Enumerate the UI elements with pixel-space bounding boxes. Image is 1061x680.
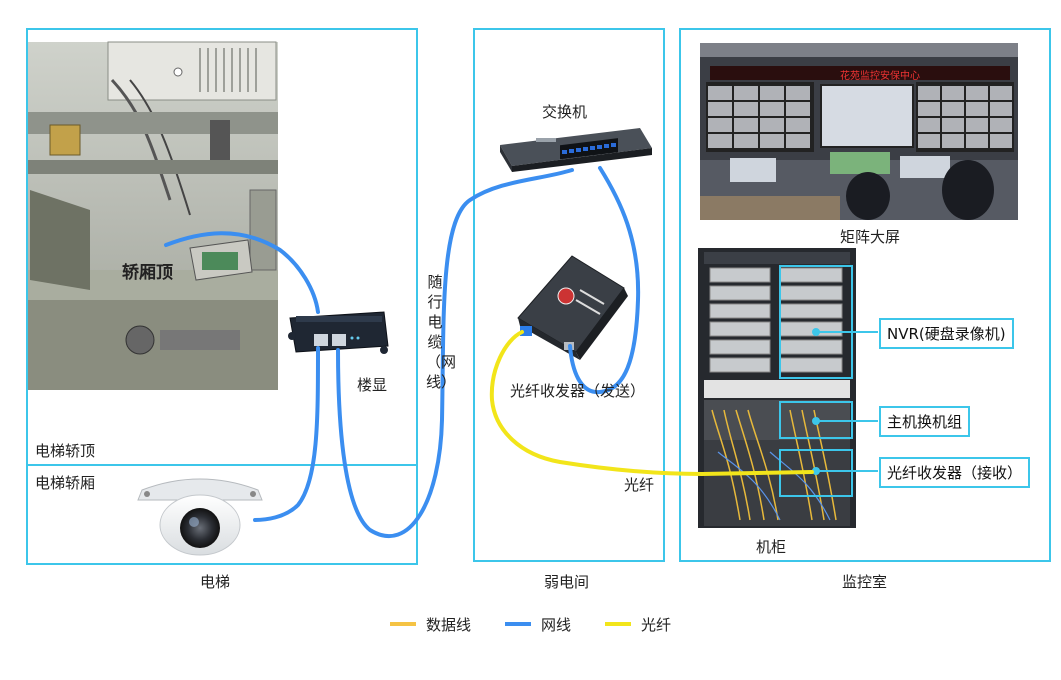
legend-label: 光纤 bbox=[641, 615, 672, 634]
legend-item-network-line: 网线 bbox=[504, 612, 571, 636]
legend-swatch bbox=[605, 622, 631, 626]
nvr-callout: NVR(硬盘录像机) bbox=[879, 318, 1014, 349]
legend-label: 数据线 bbox=[425, 615, 471, 634]
car-top-label: 轿厢顶 bbox=[122, 263, 173, 283]
legend-label: 网线 bbox=[540, 615, 571, 634]
legend: 数据线 网线 光纤 bbox=[0, 612, 1061, 636]
zone-label-weak-room: 弱电间 bbox=[544, 573, 590, 591]
floor-display-label: 楼显 bbox=[357, 376, 388, 394]
wall-banner-text: 花苑监控安保中心 bbox=[840, 71, 920, 82]
legend-swatch bbox=[504, 622, 531, 626]
switch-label: 交换机 bbox=[542, 103, 588, 121]
fiber-rx-callout: 光纤收发器（接收） bbox=[879, 457, 1031, 488]
car-top-section-label: 电梯轿顶 bbox=[35, 442, 96, 460]
zone-label-elevator: 电梯 bbox=[200, 573, 231, 591]
elevator-divider bbox=[26, 464, 418, 466]
monitor-room-zone bbox=[679, 28, 1051, 562]
car-section-label: 电梯轿厢 bbox=[35, 474, 96, 492]
fiber-tx-label: 光纤收发器（发送） bbox=[510, 382, 646, 400]
matrix-screen-label: 矩阵大屏 bbox=[840, 228, 901, 246]
zone-label-monitor-room: 监控室 bbox=[842, 573, 888, 591]
legend-item-fiber-line: 光纤 bbox=[605, 612, 671, 636]
fiber-label: 光纤 bbox=[624, 476, 655, 494]
legend-swatch bbox=[389, 622, 416, 626]
trailing-cable-label: 随行电缆（网线） bbox=[426, 273, 457, 391]
legend-item-data-line: 数据线 bbox=[389, 612, 471, 636]
cabinet-label: 机柜 bbox=[756, 538, 787, 556]
host-switch-callout: 主机换机组 bbox=[879, 406, 971, 437]
